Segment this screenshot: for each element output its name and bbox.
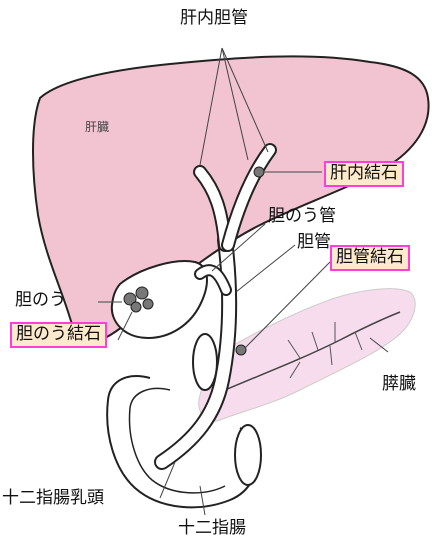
label-papilla: 十二指腸乳頭 bbox=[2, 490, 104, 507]
label-cystic-duct: 胆のう管 bbox=[268, 208, 336, 225]
label-gallbladder: 胆のう bbox=[15, 292, 66, 309]
intrahepatic-stone-mark bbox=[254, 167, 264, 177]
duodenum-bulb bbox=[193, 334, 217, 390]
label-gallbladder-stone: 胆のう結石 bbox=[10, 322, 107, 348]
label-liver: 肝臓 bbox=[85, 121, 109, 133]
label-duodenum: 十二指腸 bbox=[178, 520, 246, 537]
label-bile-duct-stone: 胆管結石 bbox=[330, 245, 410, 271]
duodenum-cut-end bbox=[235, 425, 261, 485]
label-bile-duct: 胆管 bbox=[297, 234, 331, 251]
label-pancreas: 膵臓 bbox=[382, 376, 416, 393]
bile-duct-stone-mark bbox=[236, 345, 246, 355]
label-intrahepatic-duct: 肝内胆管 bbox=[180, 10, 248, 27]
label-intrahepatic-stone: 肝内結石 bbox=[324, 161, 404, 187]
